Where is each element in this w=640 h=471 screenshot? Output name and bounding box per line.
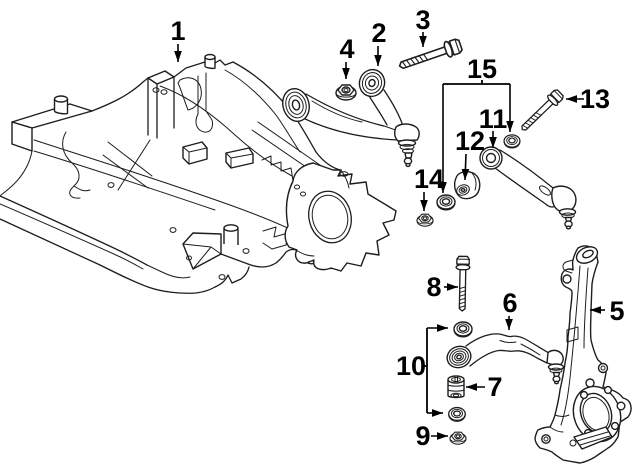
part-13-bolt (516, 87, 566, 136)
callout-1-label[interactable]: 1 (170, 16, 185, 46)
callout-14[interactable]: 14 (414, 164, 444, 211)
upper-arm-front-bushing (282, 88, 310, 122)
part-3-bolt (396, 36, 464, 75)
part-12-bushing (453, 170, 481, 200)
callout-4[interactable]: 4 (339, 34, 355, 79)
callout-12-leader-arrow (461, 153, 470, 181)
callout-2-label[interactable]: 2 (371, 18, 386, 48)
callout-6[interactable]: 6 (502, 288, 518, 330)
part-11-lateral-arm (479, 146, 577, 230)
callout-9[interactable]: 9 (415, 421, 448, 451)
callout-10-bracket (423, 328, 428, 413)
part-6-lower-control-arm (446, 333, 565, 385)
upper-arm-rear-bushing (358, 68, 386, 98)
callout-11[interactable]: 11 (479, 104, 508, 148)
part-4-nut (335, 84, 357, 101)
callout-15[interactable]: 15 (439, 54, 514, 193)
callout-7-label[interactable]: 7 (487, 372, 502, 402)
callout-6-label[interactable]: 6 (502, 288, 517, 318)
part-9-nut (449, 431, 467, 445)
part-14-nut (416, 213, 434, 227)
lower-arm-bushing (446, 345, 472, 369)
callout-10[interactable]: 10 (396, 324, 448, 417)
callout-14-label[interactable]: 14 (414, 164, 444, 194)
callout-7[interactable]: 7 (466, 372, 503, 402)
part-8-bolt (454, 255, 471, 312)
callout-8[interactable]: 8 (426, 272, 458, 302)
callout-2[interactable]: 2 (371, 18, 387, 66)
callout-1[interactable]: 1 (170, 16, 186, 62)
callout-5-label[interactable]: 5 (609, 296, 624, 326)
callout-13-label[interactable]: 13 (580, 84, 610, 114)
callout-15-label[interactable]: 15 (467, 54, 497, 84)
callout-12[interactable]: 12 (455, 126, 485, 181)
callout-15-bracket (443, 80, 510, 85)
callout-5[interactable]: 5 (590, 296, 625, 326)
part-1-subframe-crossmember (0, 53, 397, 294)
callout-4-label[interactable]: 4 (339, 34, 354, 64)
callout-12-label[interactable]: 12 (455, 126, 485, 156)
upper-arm-ball-joint (393, 123, 420, 142)
callout-3[interactable]: 3 (415, 5, 431, 47)
part-7-bushing (447, 375, 465, 399)
part-10-washers (448, 321, 473, 423)
callout-3-label[interactable]: 3 (415, 5, 430, 35)
part-2-upper-control-arm (282, 68, 420, 168)
callout-11-label[interactable]: 11 (479, 104, 508, 134)
callout-10-label[interactable]: 10 (396, 351, 426, 381)
callout-9-label[interactable]: 9 (415, 421, 430, 451)
callout-8-label[interactable]: 8 (426, 272, 441, 302)
callout-13[interactable]: 13 (566, 84, 610, 114)
part-5-steering-knuckle (534, 245, 632, 464)
